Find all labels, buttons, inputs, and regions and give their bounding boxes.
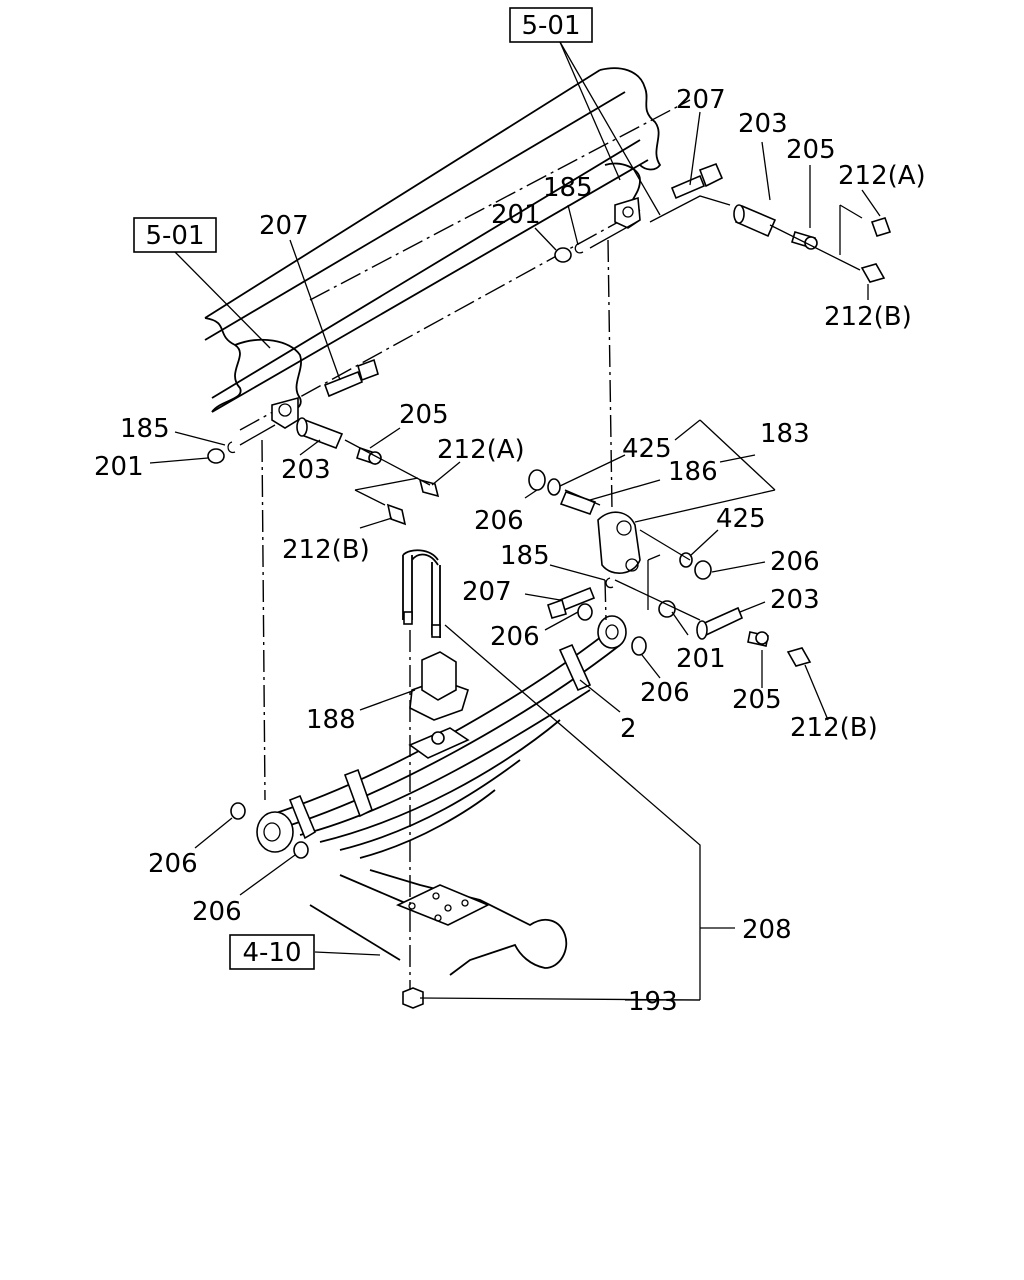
left-pin-203 xyxy=(296,417,344,450)
ref-frame-top-label: 5-01 xyxy=(521,11,580,41)
callout-205-left: 205 xyxy=(399,400,449,430)
right-nut-201 xyxy=(658,600,676,618)
callout-206-upper: 206 xyxy=(474,506,524,536)
top-pin-203 xyxy=(733,204,777,238)
right-grease-fitting-205 xyxy=(747,631,769,647)
right-pin-203 xyxy=(696,606,744,640)
nut-193 xyxy=(402,987,424,1009)
ref-box-axle[interactable]: 4-10 xyxy=(229,934,315,970)
callout-206-shackle: 206 xyxy=(770,547,820,577)
callout-208: 208 xyxy=(742,915,792,945)
mid-bolt-207 xyxy=(547,586,596,619)
callout-205-right: 205 xyxy=(732,685,782,715)
callout-425-upper: 425 xyxy=(622,434,672,464)
callout-207-top: 207 xyxy=(676,85,726,115)
rear-hanger-bracket xyxy=(614,196,641,229)
eye-washer-206-upper xyxy=(230,802,246,820)
callout-203-left: 203 xyxy=(281,455,331,485)
callout-201-top: 201 xyxy=(491,200,541,230)
callout-201-left: 201 xyxy=(94,452,144,482)
left-grease-fitting-205 xyxy=(356,446,382,466)
left-fitting-212b xyxy=(386,503,407,526)
top-fitting-212a xyxy=(870,217,892,237)
callout-185-mid: 185 xyxy=(500,541,550,571)
right-fitting-212b xyxy=(786,647,812,667)
callout-183: 183 xyxy=(760,419,810,449)
axle-beam xyxy=(309,869,568,976)
callout-206-eye-upper: 206 xyxy=(148,849,198,879)
mid-washer-206 xyxy=(577,603,593,621)
callout-206-eye-lower: 206 xyxy=(192,897,242,927)
callout-212b-right: 212(B) xyxy=(790,713,878,743)
top-clip-185 xyxy=(574,242,584,254)
callout-207-left: 207 xyxy=(259,211,309,241)
callout-188: 188 xyxy=(306,705,356,735)
callout-212a-left: 212(A) xyxy=(437,435,525,465)
callout-425-lower: 425 xyxy=(716,504,766,534)
callout-193: 193 xyxy=(628,987,678,1017)
callout-203-right: 203 xyxy=(770,585,820,615)
left-clip-185 xyxy=(227,441,236,454)
callout-206-right: 206 xyxy=(640,678,690,708)
callout-186: 186 xyxy=(668,457,718,487)
callout-201-right: 201 xyxy=(676,644,726,674)
callout-2: 2 xyxy=(620,714,637,744)
frame-rail xyxy=(204,67,691,431)
shackle-183 xyxy=(597,511,641,574)
top-bolt-207 xyxy=(670,162,724,200)
callout-207-mid: 207 xyxy=(462,577,512,607)
left-nut-201 xyxy=(207,448,225,464)
callout-212a-top: 212(A) xyxy=(838,161,926,191)
callout-185-top: 185 xyxy=(543,173,593,203)
ref-box-frame-top[interactable]: 5-01 xyxy=(509,7,593,43)
callout-212b-left: 212(B) xyxy=(282,535,370,565)
washer-206-upper xyxy=(528,469,546,491)
leaf-spring-2 xyxy=(256,615,627,859)
callout-203-top: 203 xyxy=(738,109,788,139)
ref-axle-label: 4-10 xyxy=(242,938,301,968)
ref-frame-left-label: 5-01 xyxy=(145,221,204,251)
ref-box-frame-left[interactable]: 5-01 xyxy=(133,217,217,253)
callout-212b-top: 212(B) xyxy=(824,302,912,332)
right-washer-206 xyxy=(631,636,647,656)
bumper-188 xyxy=(409,651,469,721)
u-bolt-208 xyxy=(402,549,441,638)
callout-206-mid: 206 xyxy=(490,622,540,652)
washer-206-lower xyxy=(694,560,712,580)
washer-425-upper xyxy=(547,478,561,496)
mid-clip-185 xyxy=(605,577,614,589)
callout-labels: 207 203 205 212(A) 212(B) 185 201 207 18… xyxy=(94,85,926,1017)
left-bolt-207 xyxy=(323,358,379,398)
callout-185-left: 185 xyxy=(120,414,170,444)
eye-washer-206-lower xyxy=(293,841,309,859)
top-nut-201 xyxy=(554,247,572,263)
leader-lines xyxy=(149,41,881,1001)
front-hanger-bracket xyxy=(271,396,299,429)
top-fitting-212b xyxy=(860,263,886,283)
callout-205-top: 205 xyxy=(786,135,836,165)
